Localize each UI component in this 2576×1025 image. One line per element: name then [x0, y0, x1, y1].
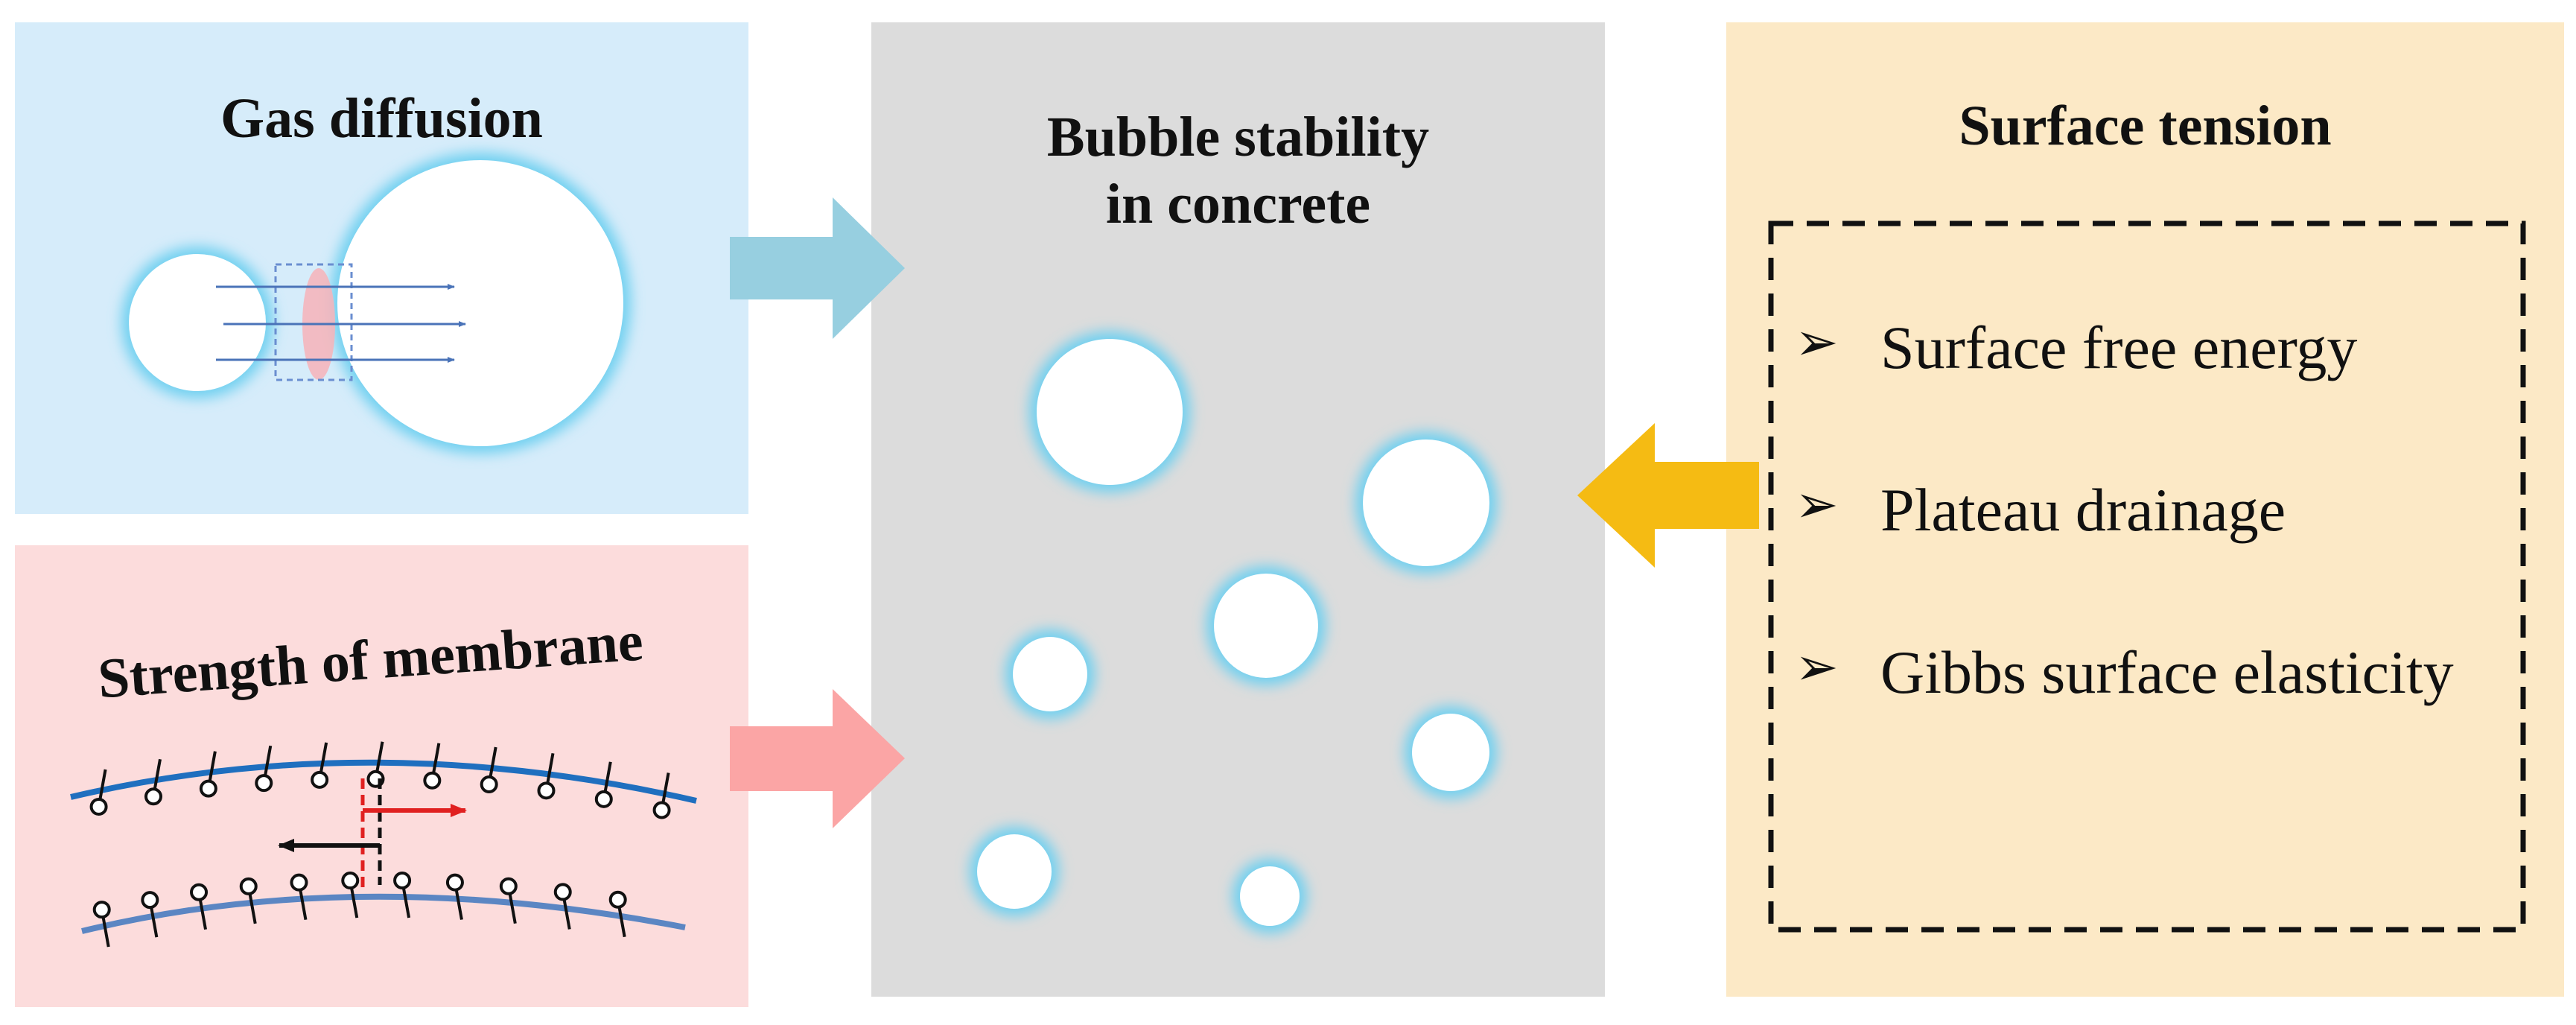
- concrete-bubbles: [970, 331, 1497, 933]
- list-item-text: Gibbs surface elasticity: [1880, 638, 2454, 706]
- surfactant-head: [652, 801, 671, 819]
- surfactant-head: [255, 774, 273, 793]
- concrete-bubble: [1037, 339, 1183, 485]
- list-item-text: Plateau drainage: [1880, 476, 2286, 544]
- concrete-bubble: [1214, 574, 1318, 678]
- surface-tension-title: Surface tension: [1959, 95, 2332, 157]
- bullet-arrow-icon: ➢: [1795, 477, 1839, 534]
- surfactant-head: [608, 890, 627, 909]
- surfactant-head: [480, 775, 498, 793]
- surfactant-head: [141, 891, 159, 910]
- concrete-bubble: [1240, 866, 1300, 926]
- concrete-bubble: [1363, 439, 1489, 566]
- membrane-bottom-line: [81, 893, 686, 934]
- surfactant-head: [537, 781, 556, 800]
- list-item-text: Surface free energy: [1880, 314, 2358, 381]
- surfactant-head: [89, 797, 108, 816]
- concrete-bubble: [977, 834, 1052, 909]
- contact-zone-outline: [274, 263, 353, 381]
- surfactant-head: [92, 901, 111, 919]
- surfactant-head: [199, 779, 217, 798]
- surfactant-head: [341, 872, 360, 890]
- small-bubble: [129, 254, 266, 391]
- surfactant-head: [423, 771, 442, 790]
- bullet-arrow-icon: ➢: [1795, 314, 1839, 372]
- surfactant-head: [499, 877, 518, 895]
- surfactant-head: [311, 770, 329, 789]
- surfactant-head: [290, 873, 308, 892]
- list-frame: [1768, 220, 2526, 933]
- bubble-stability-title-line2: in concrete: [1105, 173, 1371, 235]
- yellow-block-arrow: [1577, 423, 1759, 568]
- blue-block-arrow: [730, 197, 905, 339]
- surfactant-head: [445, 873, 464, 892]
- membrane-surfactant-layers: [70, 741, 697, 948]
- bullet-arrow-icon: ➢: [1795, 639, 1839, 696]
- concrete-bubble: [1412, 714, 1489, 791]
- surfactant-head: [553, 883, 572, 901]
- surfactant-head: [594, 790, 613, 808]
- bubble-stability-title-line1: Bubble stability: [1046, 106, 1430, 168]
- surfactant-head: [239, 877, 258, 895]
- gas-diffusion-title: Gas diffusion: [220, 87, 543, 150]
- large-bubble: [337, 160, 623, 446]
- gas-diffusion-bubbles: [121, 153, 631, 454]
- surfactant-molecules: [89, 741, 671, 948]
- pink-block-arrow: [730, 689, 905, 828]
- surfactant-head: [190, 883, 209, 901]
- concrete-bubble: [1013, 637, 1087, 711]
- surfactant-head: [393, 872, 412, 890]
- surface-tension-panel: Surface tension: [1726, 22, 2564, 997]
- surfactant-head: [144, 787, 162, 806]
